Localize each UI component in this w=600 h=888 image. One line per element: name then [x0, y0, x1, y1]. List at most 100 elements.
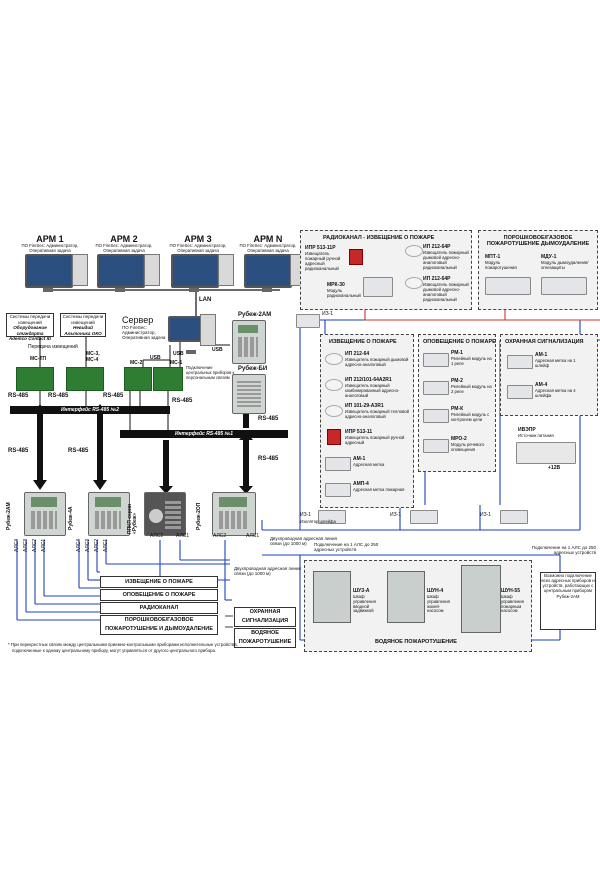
ms-1-board[interactable]: [153, 367, 183, 391]
transfer-system-ademco[interactable]: Системы передачи извещений Оборудование …: [6, 313, 54, 341]
controller-ppkp[interactable]: [144, 492, 186, 536]
server-subtitle: ПО FireSec: Администратор, Оперативная з…: [122, 325, 166, 341]
als-label: АЛС2: [94, 538, 100, 552]
ipr-name: ИПР 513-11Р: [305, 245, 336, 251]
usb-label: USB: [173, 351, 184, 357]
shuz-a-cabinet[interactable]: [313, 571, 351, 623]
fire-item-name: ИП 101-29-А3R1: [345, 403, 384, 409]
monitor-icon: [168, 316, 202, 354]
water-panel: ШУЗ-А Шкаф управления вводной задвижкой …: [304, 560, 532, 652]
water-item-name: ШУЗ-А: [353, 588, 370, 594]
arm-subtitle: ПО FireSec: Администратор, Оперативная з…: [95, 243, 153, 253]
iz-1-isolator[interactable]: [318, 510, 346, 524]
rubezh-2am-device[interactable]: [232, 320, 266, 364]
shun-55-cabinet[interactable]: [461, 565, 501, 633]
notify-item-name: РМ-1: [451, 350, 463, 356]
ms-tp-label: МС-ТП: [30, 356, 47, 362]
ms-34-label: МС-3, МС-4: [86, 351, 100, 363]
als-label: АЛС2: [150, 533, 164, 539]
ip-desc: Извещатель пожарный дымовой адресно-анал…: [423, 250, 469, 270]
footnote: подключенные к одному центральному прибо…: [12, 648, 217, 653]
fire-item-name: ИП 212/101-64А2R1: [345, 377, 392, 383]
als-label: АЛС4: [76, 538, 82, 552]
iz-label: ИЗ-1: [322, 311, 334, 317]
ivepr-desc: Источник питания: [518, 433, 554, 438]
mrk-desc: Модуль радиоканальный: [327, 288, 361, 298]
rs485-label: RS-485: [8, 393, 29, 399]
ip-desc: Извещатель пожарный дымовой адресно-анал…: [423, 282, 469, 302]
cpu-icon: [144, 254, 160, 286]
ip-name: ИП 212-64Р: [423, 244, 451, 250]
usb-label: USB: [150, 355, 161, 361]
water-item-desc: Шкаф управления вводной задвижкой: [353, 594, 376, 614]
rs485-label: RS-485: [8, 448, 29, 454]
ivepr-voltage: +12В: [548, 465, 561, 471]
arm-title: АРМ N: [253, 234, 283, 244]
mpt-1-device[interactable]: [485, 277, 531, 295]
controller-rubezh-2am[interactable]: [24, 492, 66, 536]
rm-1-device[interactable]: [423, 353, 449, 367]
mrk-name: МРК-30: [327, 282, 345, 288]
water-item-desc: Шкаф управления жокей-насосом: [427, 594, 450, 614]
mdu-1-device[interactable]: [541, 277, 587, 295]
als-label: АЛС1: [176, 533, 190, 539]
rm-k-device[interactable]: [423, 409, 449, 423]
am-1-security-device[interactable]: [507, 355, 533, 369]
mrk-30-device[interactable]: [363, 277, 393, 297]
notify-item-desc: Релейный модуль на 1 реле: [451, 356, 492, 366]
mpt-name: МПТ-1: [485, 254, 501, 260]
notify-item-desc: Релейный модуль с контролем цепи: [451, 412, 490, 422]
pill-radio: РАДИОКАНАЛ: [100, 602, 218, 614]
mpt-desc: Модуль пожаротушения: [485, 260, 517, 270]
am-1-device[interactable]: [325, 457, 351, 471]
transfer-system-oko[interactable]: Системы передачи извещений Невидий Альто…: [60, 313, 106, 337]
controller-rubezh-2op[interactable]: [212, 492, 256, 536]
iz-1-isolator[interactable]: [500, 510, 528, 524]
iz-1-isolator[interactable]: [296, 314, 320, 328]
ms-tp-board[interactable]: [16, 367, 54, 391]
water-item-desc: Шкаф управления пожарным насосом: [501, 594, 524, 614]
transfer-line2: Оборудование стандарта Ademco Contact ID: [8, 325, 52, 341]
ivepr-name: ИВЭПР: [518, 427, 536, 433]
ms-2-board[interactable]: [124, 367, 152, 391]
smoke-detector-icon: [325, 353, 343, 365]
als-label: АЛС1: [246, 533, 260, 539]
mro-2-device[interactable]: [423, 439, 449, 453]
cpu-icon: [72, 254, 88, 286]
iz-1-isolator[interactable]: [410, 510, 438, 524]
monitor-icon: [25, 254, 73, 292]
rubezh-bi-device[interactable]: [232, 374, 266, 414]
smoke-detector-icon: [405, 245, 423, 257]
controller-rubezh-4a[interactable]: [88, 492, 130, 536]
lan-label: LAN: [199, 297, 212, 303]
transfer-line1: Системы передачи извещений: [9, 314, 51, 325]
mdu-desc: Модуль дымоудаления/ огнезащиты: [541, 260, 589, 270]
water-item-name: ШУН-55: [501, 588, 520, 594]
rubezh-2am-label: Рубеж-2АМ: [238, 312, 272, 318]
notify-item-desc: Модуль речевого оповещения: [451, 442, 485, 452]
als-label: АЛС2: [213, 533, 227, 539]
als-line-note: Двухпроводная адресная линия связи (до 1…: [270, 536, 337, 547]
combined-detector-icon: [325, 379, 343, 391]
am-4-security-device[interactable]: [507, 385, 533, 399]
fire-panel: ИЗВЕЩЕНИЕ О ПОЖАРЕ ИП 212-64 Извещатель …: [320, 334, 414, 508]
rs485-bus-1: Интерфейс RS-485 №1: [120, 430, 288, 438]
panel-title: РАДИОКАНАЛ - ИЗВЕЩЕНИЕ О ПОЖАРЕ: [323, 235, 435, 241]
heat-detector-icon: [325, 405, 343, 417]
server-title: Сервер: [122, 315, 154, 325]
rm-2-device[interactable]: [423, 381, 449, 395]
fire-item-desc: Адресная метка: [353, 462, 385, 467]
rs485-label: RS-485: [258, 456, 279, 462]
shun-4-cabinet[interactable]: [387, 571, 425, 623]
footnote: * При перекрестных связях между централь…: [8, 642, 238, 647]
mdu-name: МДУ-1: [541, 254, 557, 260]
rs485-label: RS-485: [68, 448, 89, 454]
ms-1-label: МС-1: [170, 360, 183, 366]
ms-34-board[interactable]: [66, 367, 104, 391]
pill-water: ВОДЯНОЕ ПОЖАРОТУШЕНИЕ: [234, 628, 296, 648]
amp-4-device[interactable]: [325, 483, 351, 497]
notify-item-desc: Релейный модуль на 2 реле: [451, 384, 492, 394]
security-item-desc: Адресная метка на 1 шлейф: [535, 358, 576, 368]
ms-2-label: МС-2: [130, 360, 143, 366]
ivepr-device[interactable]: [516, 442, 576, 464]
